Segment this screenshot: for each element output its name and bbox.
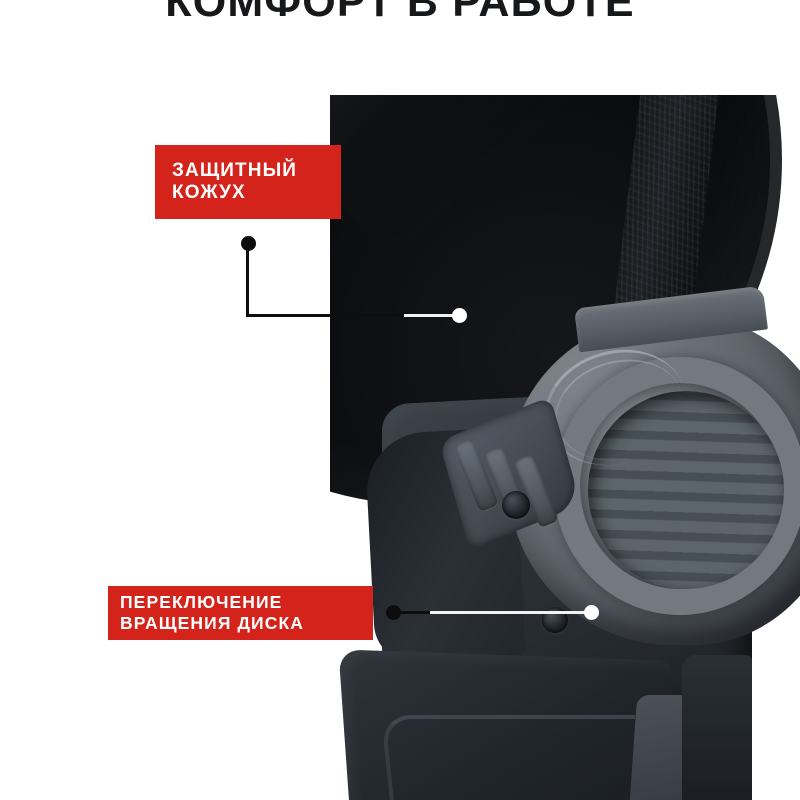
hex-screw-icon [502,491,530,519]
leader-line-guard-horizontal [246,314,406,317]
callout-label-rotation-switch: ПЕРЕКЛЮЧЕНИЕ ВРАЩЕНИЯ ДИСКА [108,586,373,640]
housing-rear-block [682,655,752,800]
callout-line-2: КОЖУХ [172,182,246,203]
leader-line-switch-horizontal-light [430,611,591,614]
leader-dot-switch-target [584,605,599,620]
callout-line-2: ВРАЩЕНИЯ ДИСКА [120,613,304,633]
leader-dot-guard-start [241,236,256,251]
page-title: КОМФОРТ В РАБОТЕ [165,0,635,26]
leader-dot-switch-start [386,605,401,620]
leader-dot-guard-target [452,308,467,323]
callout-label-protective-guard: ЗАЩИТНЫЙ КОЖУХ [155,145,341,219]
gearbox-vent-grille [588,391,784,589]
callout-line-1: ПЕРЕКЛЮЧЕНИЕ [120,592,283,613]
callout-line-1: ЗАЩИТНЫЙ [172,159,298,181]
handle-groove [380,715,654,800]
leader-line-guard-vertical [246,249,249,317]
product-photo [330,95,800,800]
leader-line-guard-horizontal-light [404,314,459,317]
